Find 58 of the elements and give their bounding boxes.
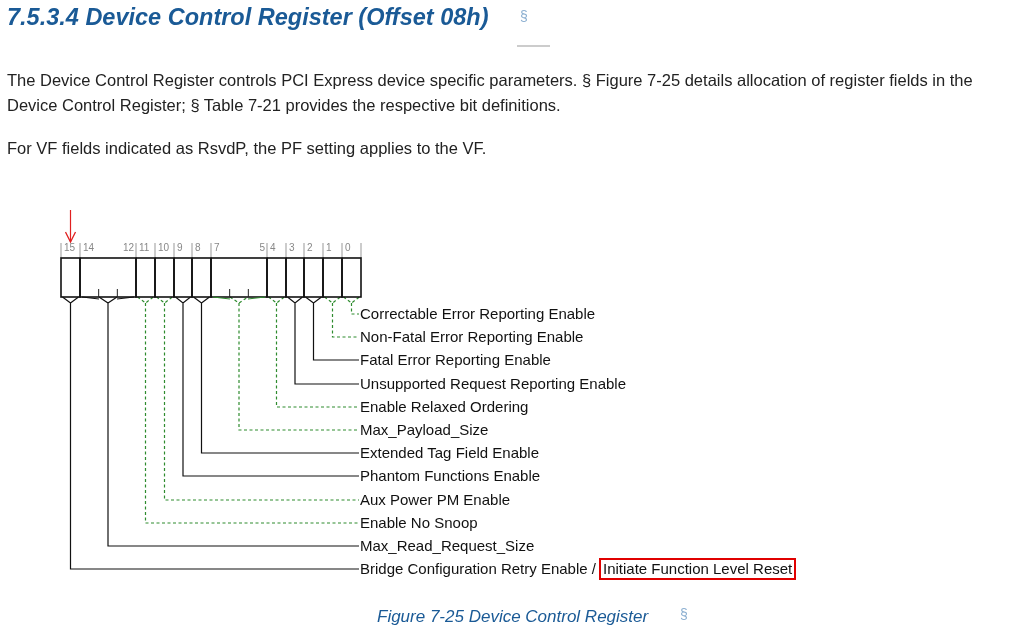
field-label: Max_Payload_Size <box>360 421 489 439</box>
register-field <box>174 242 192 297</box>
register-field <box>267 242 286 297</box>
bit-number: 5 <box>259 242 265 254</box>
connector-line <box>174 296 360 477</box>
bit-number: 15 <box>64 242 76 254</box>
section-mark: § <box>680 606 688 622</box>
connector-line <box>98 296 360 547</box>
bit-number: 3 <box>289 242 295 254</box>
paragraph: For VF fields indicated as RsvdP, the PF setting applies to the VF. <box>7 138 488 159</box>
connector-line <box>136 296 360 524</box>
figure-caption: Figure 7-25 Device Control Register <box>377 607 649 627</box>
bit-number: 4 <box>270 242 276 254</box>
register-field <box>192 242 211 297</box>
connector-line <box>229 296 360 431</box>
bit-number: 8 <box>195 242 201 254</box>
bit-number: 14 <box>83 242 95 254</box>
register-field <box>155 242 174 297</box>
register-field <box>211 242 267 297</box>
connector-line <box>286 296 360 385</box>
arrow <box>64 209 77 243</box>
register-field <box>80 242 136 297</box>
connector-line <box>342 296 361 315</box>
connector-line <box>323 296 360 338</box>
bit-number: 1 <box>326 242 332 254</box>
section-heading: 7.5.3.4 Device Control Register (Offset 08h) <box>7 4 489 31</box>
paragraph: The Device Control Register controls PCI Express device specific parameters. § Figure 7-25 details allocation of register fields in the Device Control Register; § Table 7-21 provides the respective bit definitions. <box>7 70 974 116</box>
field-label: Aux Power PM Enable <box>360 491 511 509</box>
register-field <box>286 242 304 297</box>
field-label: Bridge Configuration Retry Enable / <box>360 560 596 578</box>
field-label: Extended Tag Field Enable <box>360 444 540 462</box>
register-field <box>61 242 80 297</box>
register-field <box>342 242 361 297</box>
connector-line <box>192 296 360 454</box>
bit-number: 2 <box>307 242 313 254</box>
register-field <box>323 242 342 297</box>
highlighted-label: Initiate Function Level Reset <box>598 558 797 580</box>
field-label: Non-Fatal Error Reporting Enable <box>360 328 584 346</box>
register-field <box>304 242 323 297</box>
field-label: Fatal Error Reporting Enable <box>360 351 551 369</box>
field-label: Unsupported Request Reporting Enable <box>360 375 626 393</box>
field-label: Phantom Functions Enable <box>360 467 541 485</box>
field-label: Enable Relaxed Ordering <box>360 398 529 416</box>
field-label: Enable No Snoop <box>360 514 478 532</box>
bit-number: 11 <box>139 242 150 254</box>
connector-line <box>304 296 360 361</box>
field-label: Correctable Error Reporting Enable <box>360 305 596 323</box>
connector-line <box>155 296 360 501</box>
bit-number: 0 <box>345 242 351 254</box>
bit-number: 10 <box>158 242 170 254</box>
section-mark: § <box>520 8 528 24</box>
field-label: Max_Read_Request_Size <box>360 537 535 555</box>
bit-number: 9 <box>177 242 183 254</box>
register-field <box>136 242 155 297</box>
connector-line <box>61 296 360 570</box>
bit-number: 7 <box>214 242 220 254</box>
connector-line <box>267 296 360 408</box>
bit-number: 12 <box>122 242 134 254</box>
